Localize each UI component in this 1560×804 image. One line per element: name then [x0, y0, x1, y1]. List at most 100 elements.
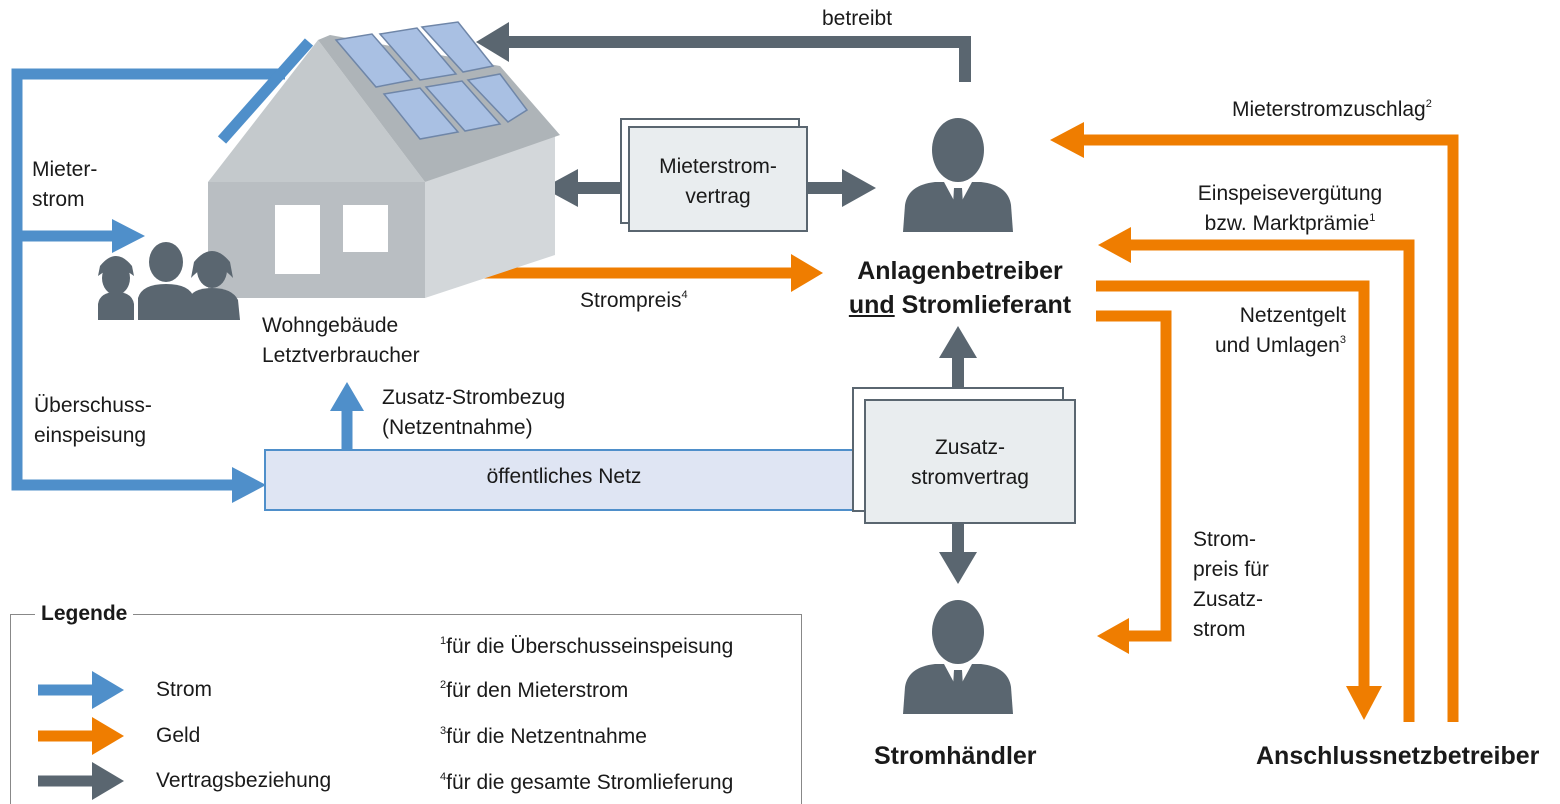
label-line: Letztverbraucher	[262, 344, 420, 367]
label-line: Zusatz-	[1193, 588, 1264, 611]
oeffentliches-netz-box: öffentliches Netz	[264, 449, 864, 511]
note-text: für den Mieterstrom	[446, 679, 629, 702]
legend-note: 3für die Netzentnahme	[440, 722, 647, 752]
geld-zuschlag-line	[1080, 134, 1459, 722]
label-line: einspeisung	[34, 424, 147, 447]
house-door	[275, 205, 320, 274]
note-text: für die Netzentnahme	[446, 725, 647, 748]
legend-note: 2für den Mieterstrom	[440, 676, 628, 706]
strompreis-zusatz-label: Strom- preis für Zusatz- strom	[1193, 525, 1269, 645]
legend-note: 1für die Überschusseinspeisung	[440, 632, 733, 662]
footnote-mark: 1	[440, 635, 447, 647]
zusatzbezug-label: Zusatz-Strombezug (Netzentnahme)	[382, 383, 565, 443]
geld-arrowheads	[791, 122, 1382, 720]
box-line: stromvertrag	[911, 466, 1029, 489]
anlagenbetreiber-label: Anlagenbetreiber und Stromlieferant	[836, 254, 1084, 322]
stromhaendler-label: Stromhändler	[874, 742, 1037, 770]
person-icon	[903, 118, 1013, 232]
geld-einspeise-line	[1127, 239, 1415, 722]
arrowhead	[1050, 122, 1084, 158]
arrowhead	[939, 552, 977, 584]
arrowhead	[92, 671, 124, 709]
wohngebaeude-label: Wohngebäude Letztverbraucher	[262, 311, 420, 371]
box-line: Mieterstrom-	[659, 155, 777, 178]
arrowhead	[232, 467, 266, 503]
label-text: und	[848, 291, 895, 319]
footnote-mark: 2	[440, 679, 447, 691]
legend-box: Legende	[10, 599, 802, 804]
label-line: Anlagenbetreiber	[857, 257, 1063, 285]
label-line: Mieter-	[32, 158, 98, 181]
house-window	[343, 205, 388, 252]
arrowhead	[939, 326, 977, 358]
label-text: Mieterstromzuschlag	[1232, 98, 1426, 121]
legend-item-vertrag: Vertragsbeziehung	[156, 769, 332, 792]
label-line: und Umlagen3	[1200, 331, 1346, 361]
note-text: für die Überschusseinspeisung	[446, 635, 734, 658]
footnote-mark: 2	[1425, 98, 1432, 110]
label-text: Stromlieferant	[901, 291, 1072, 319]
zusatzstromvertrag-box: Zusatz- stromvertrag	[864, 399, 1076, 524]
legend-arrows	[38, 671, 124, 800]
arrowhead	[1346, 686, 1382, 720]
label-line: (Netzentnahme)	[382, 416, 533, 439]
einspeiseverguetung-label: Einspeisevergütung bzw. Marktprämie1	[1180, 179, 1400, 239]
label-line: strom	[32, 188, 85, 211]
label-line: bzw. Marktprämie1	[1180, 209, 1400, 239]
footnote-mark: 3	[440, 725, 447, 737]
strom-panel-edge	[217, 38, 314, 144]
arrowhead	[1097, 618, 1129, 654]
label-line: Zusatz-Strombezug	[382, 386, 566, 409]
label-line: Wohngebäude	[262, 314, 399, 337]
label-line: Netzentgelt	[1239, 304, 1346, 327]
footnote-mark: 4	[681, 289, 688, 301]
vertrag-arrowheads	[476, 22, 977, 584]
mieterstromzuschlag-label: Mieterstromzuschlag2	[1232, 95, 1432, 125]
label-text: Strompreis	[580, 289, 682, 312]
strom-flows	[11, 38, 353, 491]
arrowhead	[1098, 227, 1131, 263]
netz-label: öffentliches Netz	[486, 465, 642, 488]
strompreis-label: Strompreis4	[580, 286, 688, 316]
geld-zusatz-line	[1096, 310, 1172, 642]
vertrag-flows	[505, 36, 971, 556]
footnote-mark: 1	[1369, 212, 1376, 224]
netzentgelt-label: Netzentgelt und Umlagen3	[1200, 301, 1346, 361]
arrowhead	[476, 22, 509, 62]
label-line: Einspeisevergütung	[1197, 182, 1383, 205]
label-line: preis für	[1193, 558, 1269, 581]
geld-flows	[465, 134, 1459, 722]
arrowhead	[92, 762, 124, 800]
label-line: strom	[1193, 618, 1246, 641]
box-line: vertrag	[685, 185, 751, 208]
label-line: und Stromlieferant	[836, 288, 1084, 322]
anschlussnetzbetreiber-label: Anschlussnetzbetreiber	[1256, 742, 1540, 770]
arrowhead	[112, 219, 145, 253]
label-text: bzw. Marktprämie	[1204, 212, 1370, 235]
label-line: Überschuss-	[34, 394, 152, 417]
strom-arrowheads	[112, 219, 364, 503]
arrowhead	[791, 254, 823, 292]
strom-solar-line	[11, 68, 285, 491]
geld-netzentgelt-line	[1096, 280, 1370, 690]
vertrag-betreibt-line	[505, 36, 971, 82]
mieterstromvertrag-box: Mieterstrom- vertrag	[628, 126, 808, 232]
footnote-mark: 4	[440, 771, 447, 783]
label-text: und Umlagen	[1214, 334, 1340, 357]
person-icon	[903, 600, 1013, 714]
ueberschuss-label: Überschuss- einspeisung	[34, 391, 152, 451]
note-text: für die gesamte Stromlieferung	[446, 771, 734, 794]
legend-item-strom: Strom	[156, 678, 213, 701]
solar-panels	[334, 21, 529, 140]
betreibt-label: betreibt	[822, 7, 893, 30]
legend-title: Legende	[35, 599, 134, 629]
footnote-mark: 3	[1339, 334, 1346, 346]
house-icon	[208, 21, 560, 298]
box-line: Zusatz-	[934, 436, 1005, 459]
arrowhead	[330, 382, 364, 411]
legend-note: 4für die gesamte Stromlieferung	[440, 768, 733, 798]
arrowhead	[543, 169, 578, 207]
label-line: Strom-	[1193, 528, 1256, 551]
mieterstrom-label: Mieter- strom	[32, 155, 97, 215]
